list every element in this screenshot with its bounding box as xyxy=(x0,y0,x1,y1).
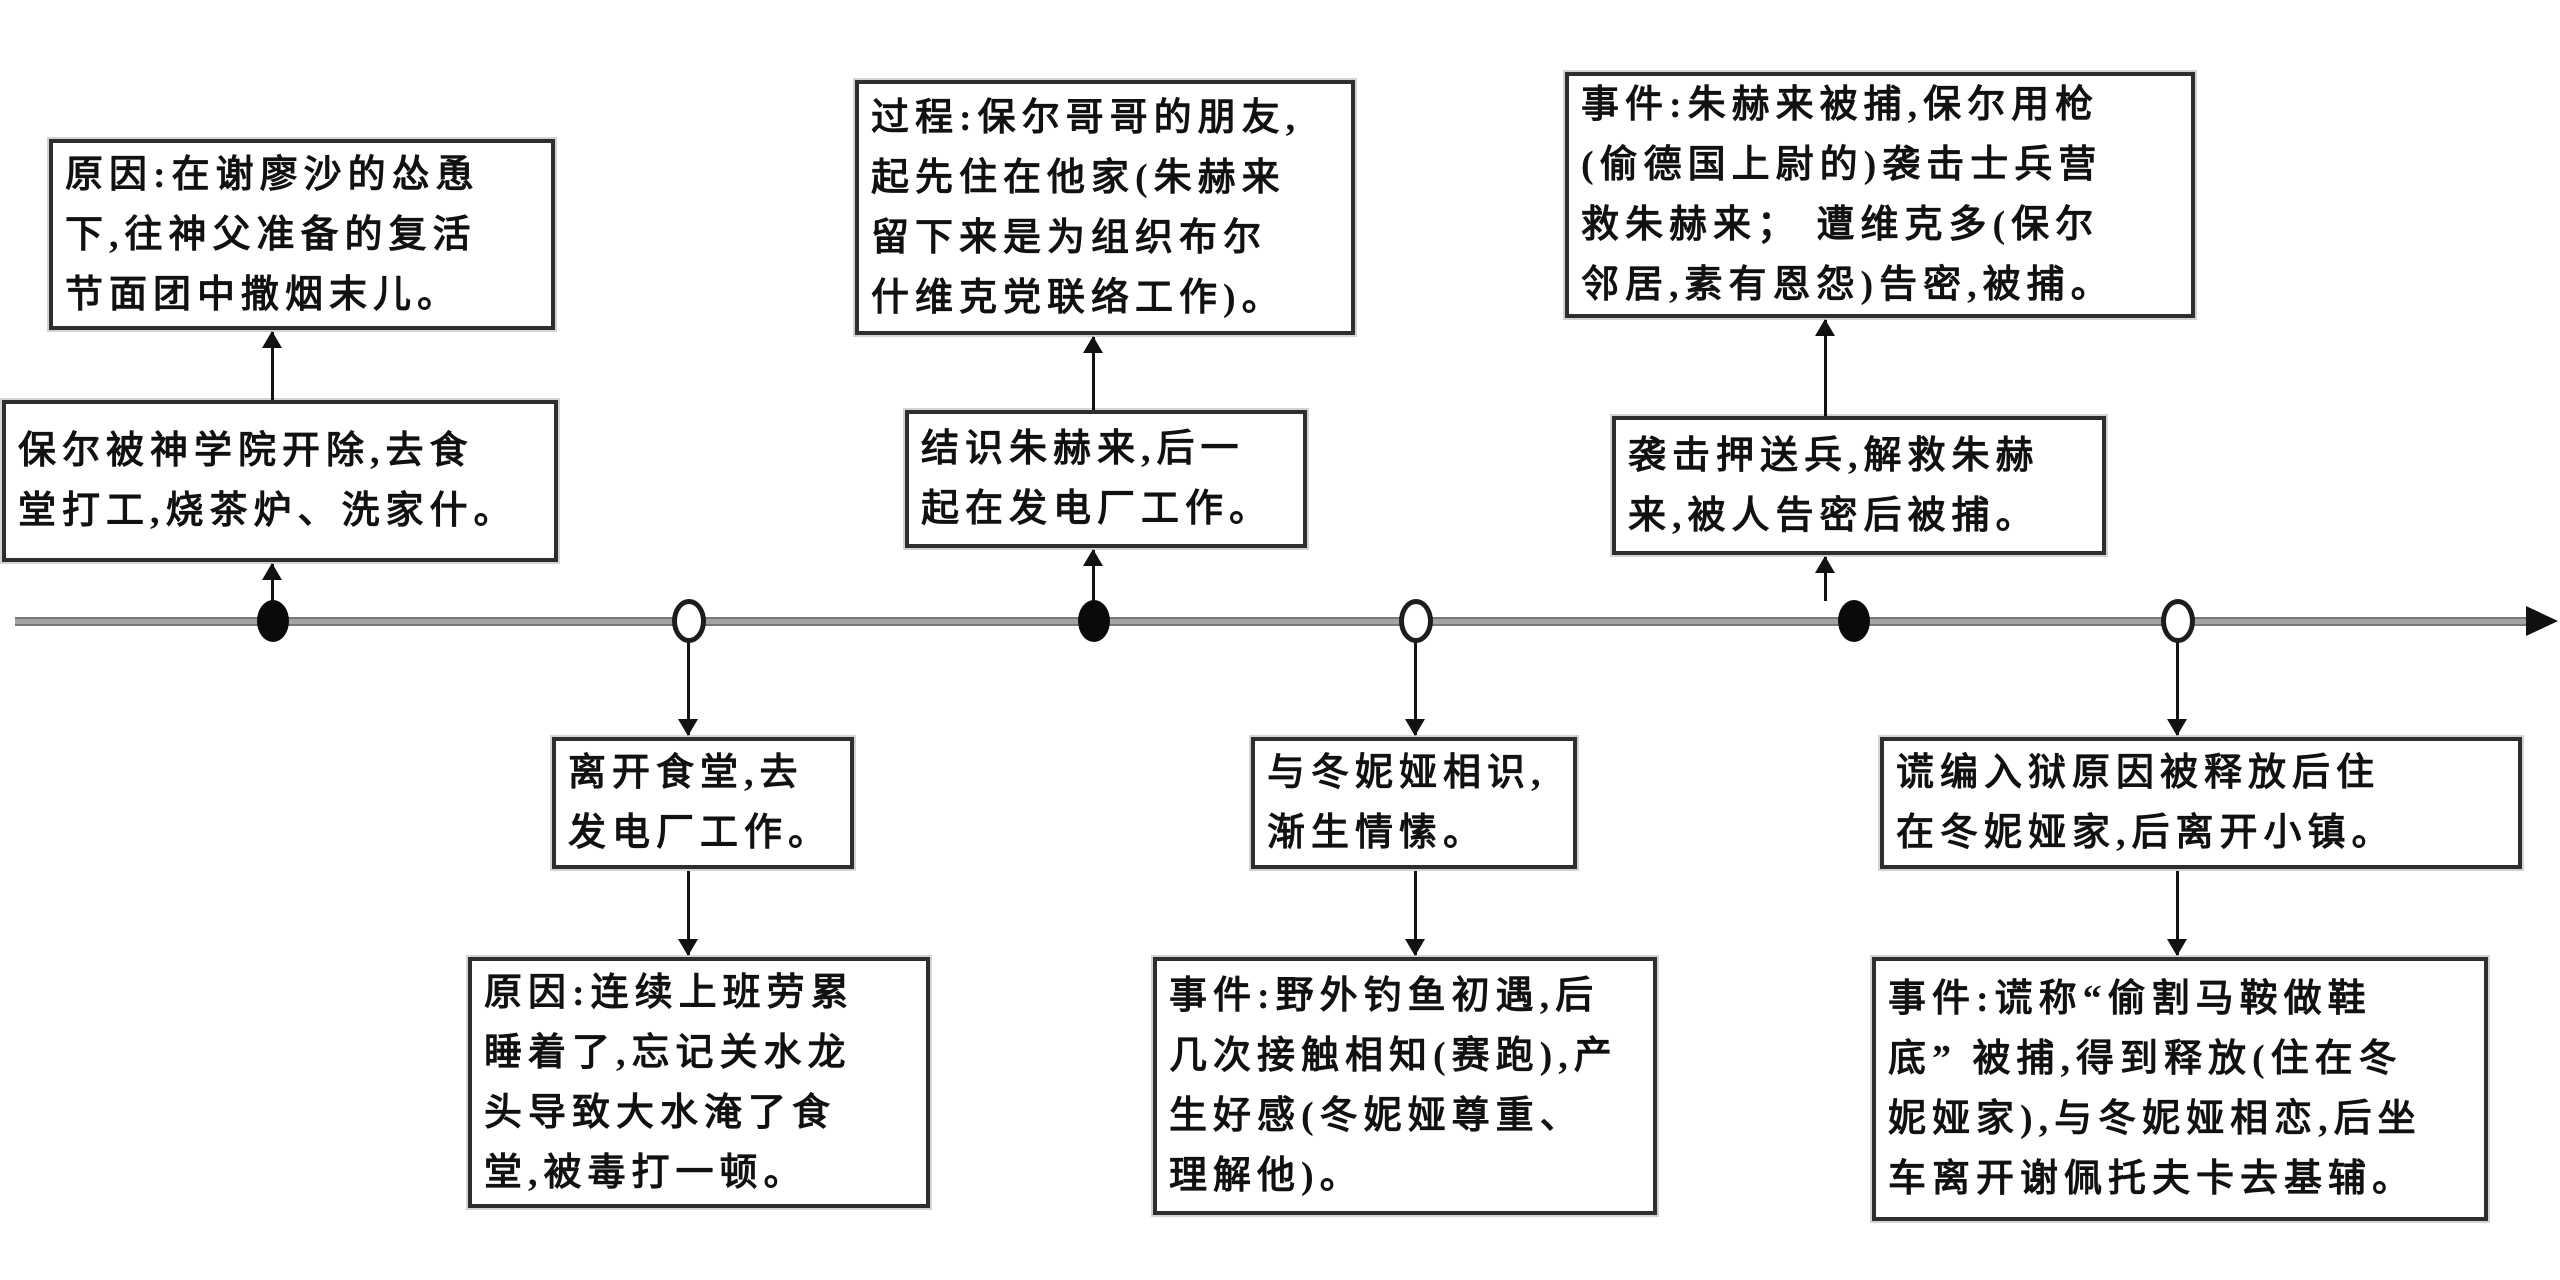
node-filled-dot-3 xyxy=(1838,600,1870,642)
arrow-up-icon-5b xyxy=(1815,556,1835,601)
detail-box-5: 事件:朱赫来被捕,保尔用枪 (偷德国上尉的)袭击士兵营 救朱赫来； 遭维克多(保… xyxy=(1565,72,2195,318)
event-box-4: 与冬妮娅相识, 渐生情愫。 xyxy=(1251,737,1577,869)
arrow-down-icon-6a xyxy=(2167,641,2187,736)
arrow-up-icon-3b xyxy=(1083,549,1103,601)
event-box-1: 保尔被神学院开除,去食 堂打工,烧茶炉、洗家什。 xyxy=(2,400,558,562)
arrow-up-icon-3a xyxy=(1083,336,1103,410)
detail-box-2: 原因:连续上班劳累 睡着了,忘记关水龙 头导致大水淹了食 堂,被毒打一顿。 xyxy=(468,957,930,1208)
arrow-down-icon-4a xyxy=(1405,641,1425,736)
arrow-down-icon-4b xyxy=(1405,871,1425,956)
node-filled-dot-2 xyxy=(1078,600,1110,642)
event-box-6: 谎编入狱原因被释放后住 在冬妮娅家,后离开小镇。 xyxy=(1880,737,2522,869)
event-box-2: 离开食堂,去 发电厂工作。 xyxy=(552,737,854,869)
node-open-circle-2 xyxy=(1399,599,1433,643)
arrow-up-icon-1b xyxy=(262,563,282,604)
node-filled-dot-1 xyxy=(257,600,289,642)
event-box-3: 结识朱赫来,后一 起在发电厂工作。 xyxy=(905,410,1307,548)
arrow-down-icon-2a xyxy=(678,641,698,736)
arrow-up-icon-1a xyxy=(262,331,282,400)
arrow-down-icon-6b xyxy=(2167,871,2187,956)
node-open-circle-1 xyxy=(672,599,706,643)
arrow-up-icon-5a xyxy=(1815,319,1835,416)
event-box-5: 袭击押送兵,解救朱赫 来,被人告密后被捕。 xyxy=(1612,416,2106,555)
detail-box-4: 事件:野外钓鱼初遇,后 几次接触相知(赛跑),产 生好感(冬妮娅尊重、 理解他)… xyxy=(1153,957,1657,1215)
detail-box-6: 事件:谎称“偷割马鞍做鞋 底” 被捕,得到释放(住在冬 妮娅家),与冬妮娅相恋,… xyxy=(1872,957,2488,1221)
node-open-circle-3 xyxy=(2161,599,2195,643)
detail-box-1: 原因:在谢廖沙的怂恿 下,往神父准备的复活 节面团中撒烟末儿。 xyxy=(49,139,555,330)
detail-box-3: 过程:保尔哥哥的朋友, 起先住在他家(朱赫来 留下来是为组织布尔 什维克党联络工… xyxy=(855,80,1355,335)
timeline-axis xyxy=(15,617,2535,626)
arrow-down-icon-2b xyxy=(678,871,698,956)
axis-arrowhead-icon xyxy=(2526,606,2558,636)
